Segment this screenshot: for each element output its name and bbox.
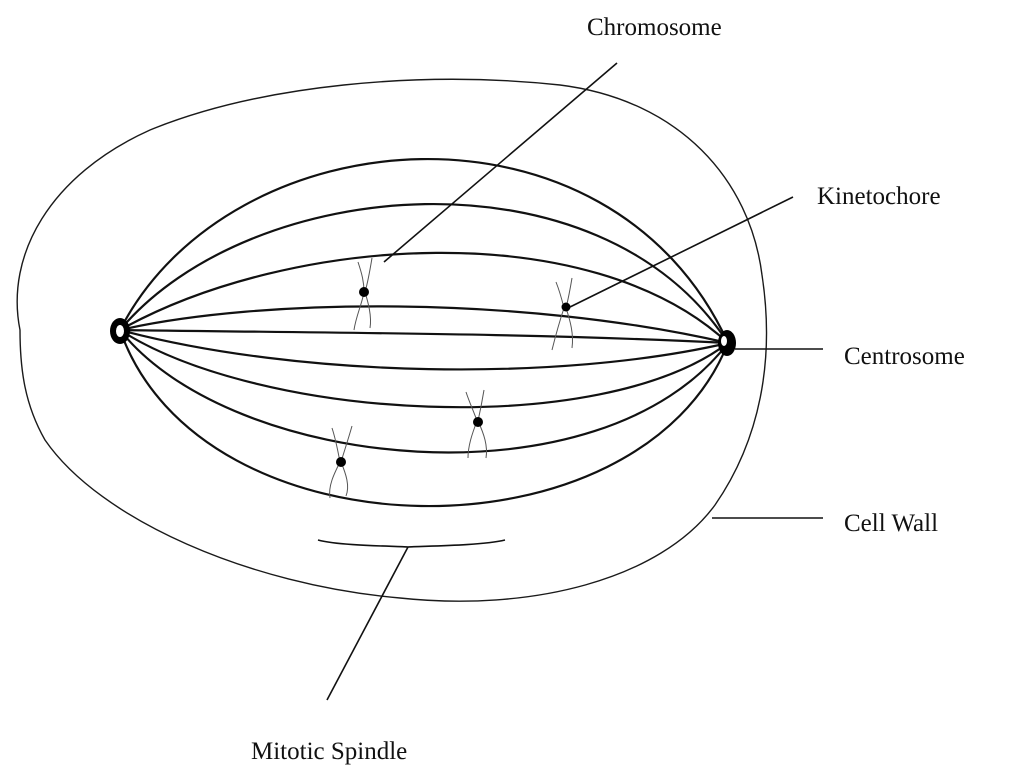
kinetochore	[336, 457, 346, 467]
chromosome	[354, 258, 372, 330]
spindle-fiber	[120, 330, 728, 369]
spindle-fiber	[120, 253, 728, 343]
centrosome-label: Centrosome	[844, 343, 965, 370]
spindle-fiber	[120, 330, 728, 506]
cell-wall-label: Cell Wall	[844, 510, 938, 537]
kinetochore-leader	[570, 197, 793, 307]
spindle-fiber	[120, 330, 728, 452]
kinetochore	[562, 303, 571, 312]
centrosome-left	[110, 318, 130, 344]
mitotic-spindle-label: Mitotic Spindle	[251, 738, 407, 765]
chromosome-leader	[384, 63, 617, 262]
kinetochore-label: Kinetochore	[817, 183, 941, 210]
kinetochore	[473, 417, 483, 427]
spindle-fiber	[120, 330, 728, 343]
chromosome	[330, 426, 352, 498]
centrosome-right	[718, 330, 736, 356]
kinetochore	[359, 287, 369, 297]
spindle-fibers	[120, 159, 728, 506]
chromosome-label: Chromosome	[587, 14, 722, 41]
spindle-fiber	[120, 306, 728, 343]
spindle-brace	[318, 540, 505, 547]
chromosome	[466, 390, 487, 458]
mitotic-spindle-leader	[327, 547, 408, 700]
